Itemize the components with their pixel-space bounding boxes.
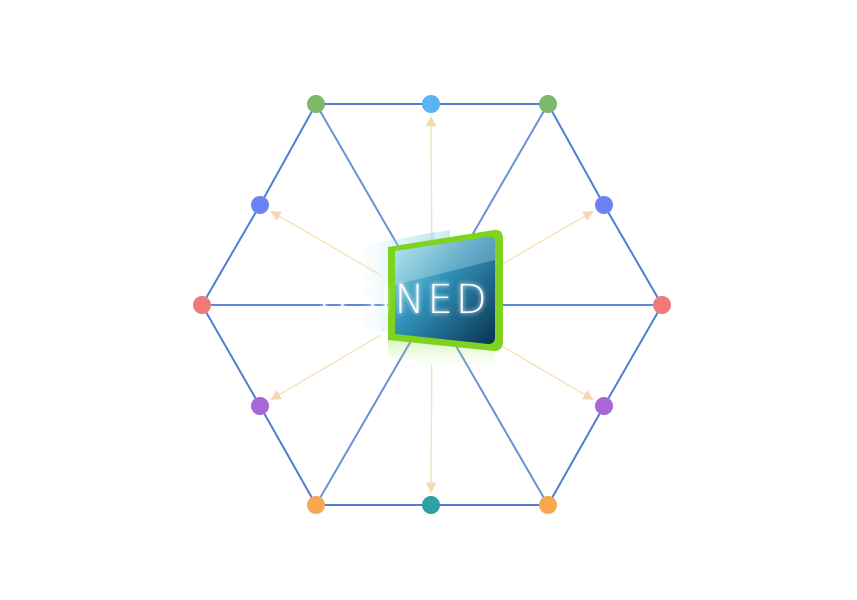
node-lower-right-mid [595,397,613,415]
hexagon-edge [201,304,261,407]
center-label: HSINED [318,277,489,323]
node-upper-left-mid [251,196,269,214]
radial-arrow [425,364,437,494]
node-bottom-mid [422,496,440,514]
node-top-right-vertex [539,95,557,113]
hexagon-edge [547,405,605,506]
node-lower-left-mid [251,397,269,415]
node-bottom-left-vertex [307,496,325,514]
hexagon-edge [259,103,317,206]
hexagon-edge [603,204,663,306]
node-top-left-vertex [307,95,325,113]
hexagon-nodes [193,95,671,514]
node-bottom-right-vertex [539,496,557,514]
screen-gloss [395,236,495,285]
radial-arrow [270,334,381,400]
hexagon-edge [547,103,605,206]
hexagon-edge [603,304,663,407]
hexagon-edge [259,405,317,506]
hexagon-edge [201,204,261,306]
radial-arrow [270,210,381,276]
phone-screen [395,236,495,344]
phone-icon: HSINED [318,229,503,378]
radial-arrow [425,115,437,246]
node-left-vertex [193,296,211,314]
node-top-mid [422,95,440,113]
node-upper-right-mid [595,196,613,214]
node-right-vertex [653,296,671,314]
